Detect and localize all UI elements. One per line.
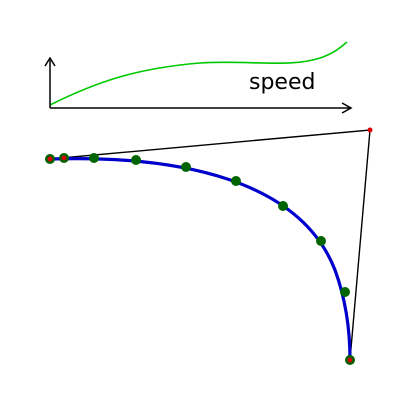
sample-point <box>231 176 241 186</box>
control-point <box>367 127 373 133</box>
control-point <box>47 156 53 162</box>
sample-point <box>316 236 326 246</box>
speed-label: speed <box>249 70 315 95</box>
sample-point <box>278 201 288 211</box>
sample-point <box>131 155 141 165</box>
sample-points <box>45 153 355 365</box>
speed-curve <box>49 41 348 106</box>
sample-point <box>181 162 191 172</box>
sample-point <box>89 153 99 163</box>
arrow-up-icon <box>44 56 56 67</box>
control-point <box>347 357 353 363</box>
bezier-curve <box>49 157 352 361</box>
control-point <box>61 155 67 161</box>
control-points <box>47 127 373 363</box>
sample-point <box>340 287 350 297</box>
arrow-right-icon <box>341 102 353 114</box>
speed-plot: speed <box>44 41 353 114</box>
